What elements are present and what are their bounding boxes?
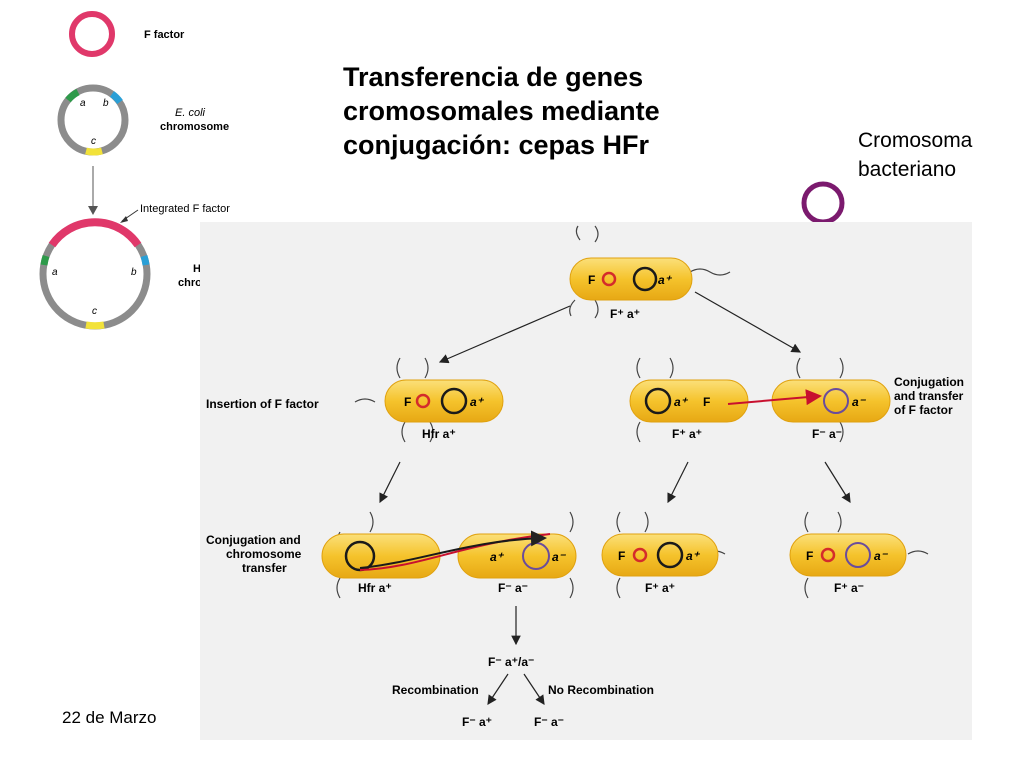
donor-f: F bbox=[703, 395, 710, 409]
outcome-2: F⁻ a⁻ bbox=[534, 715, 564, 729]
conj-chrom-label-1: Conjugation and bbox=[206, 533, 301, 547]
rec2-a-minus: a⁻ bbox=[552, 550, 567, 564]
conj-chrom-label-2: chromosome bbox=[226, 547, 302, 561]
side-label-line-2: bacteriano bbox=[858, 158, 957, 181]
res1-caption: F⁺ a⁺ bbox=[645, 581, 675, 595]
conj-f-label-3: of F factor bbox=[894, 403, 953, 417]
hfr-gene-a-label: a bbox=[52, 267, 58, 278]
res1-a: a⁺ bbox=[686, 549, 701, 563]
conj-chrom-label-3: transfer bbox=[242, 561, 287, 575]
recipient-caption: F⁻ a⁻ bbox=[812, 427, 842, 441]
res2-caption: F⁺ a⁻ bbox=[834, 581, 864, 595]
hfr-cell bbox=[354, 357, 504, 443]
donor-caption: F⁺ a⁺ bbox=[672, 427, 702, 441]
title-line-2: cromosomales mediante bbox=[343, 96, 660, 126]
hfr-transfer-pair bbox=[321, 511, 577, 599]
res1-f: F bbox=[618, 549, 625, 563]
hfr-caption: Hfr a⁺ bbox=[422, 427, 456, 441]
side-label: Cromosoma bacteriano bbox=[858, 126, 1018, 184]
donor-recipient-pair bbox=[629, 357, 891, 443]
insertion-label: Insertion of F factor bbox=[206, 397, 319, 411]
top-cell bbox=[569, 225, 731, 319]
hfr-gene-b-label: b bbox=[131, 267, 137, 278]
outcome-1: F⁻ a⁺ bbox=[462, 715, 492, 729]
top-caption: F⁺ a⁺ bbox=[610, 307, 640, 321]
gene-b-label: b bbox=[103, 98, 109, 109]
conj-f-label-1: Conjugation bbox=[894, 375, 964, 389]
title-line-1: Transferencia de genes bbox=[343, 62, 644, 92]
gene-c-label: c bbox=[91, 136, 96, 147]
res2-a: a⁻ bbox=[874, 549, 889, 563]
merozygote-label: F⁻ a⁺/a⁻ bbox=[488, 655, 534, 669]
gene-a-label: a bbox=[80, 98, 86, 109]
result-cell-a-minus bbox=[789, 511, 929, 599]
hfr-cell-f: F bbox=[404, 395, 411, 409]
recipient-a: a⁻ bbox=[852, 395, 867, 409]
rec2-caption: F⁻ a⁻ bbox=[498, 581, 528, 595]
hfr-cell-a: a⁺ bbox=[470, 395, 485, 409]
top-cell-f: F bbox=[588, 273, 595, 287]
conj-f-label-2: and transfer bbox=[894, 389, 964, 403]
res2-f: F bbox=[806, 549, 813, 563]
top-cell-a: a⁺ bbox=[658, 273, 673, 287]
result-cell-a-plus bbox=[601, 511, 726, 599]
donor-a: a⁺ bbox=[674, 395, 689, 409]
title-line-3: conjugación: cepas HFr bbox=[343, 130, 650, 160]
chromosome-marker-icon bbox=[801, 181, 845, 225]
ecoli-label: E. coli bbox=[175, 107, 206, 119]
side-label-line-1: Cromosoma bbox=[858, 129, 973, 152]
ecoli-chromosome bbox=[57, 84, 129, 156]
recombination-label: Recombination bbox=[392, 683, 479, 697]
chromosome-schematic: F factor a b c E. coli chromosome Integr… bbox=[39, 11, 247, 330]
ecoli-chromosome-label: chromosome bbox=[160, 121, 229, 133]
hfr-chromosome bbox=[39, 218, 151, 330]
rec2-a-plus: a⁺ bbox=[490, 550, 505, 564]
f-factor-ring bbox=[69, 11, 115, 57]
slide-title: Transferencia de genes cromosomales medi… bbox=[343, 60, 783, 162]
hfr-gene-c-label: c bbox=[92, 306, 97, 317]
f-factor-label: F factor bbox=[144, 29, 185, 41]
integrated-f-label: Integrated F factor bbox=[140, 203, 230, 215]
conjugation-diagram: F a⁺ F⁺ a⁺ Insertion of F factor F a⁺ Hf… bbox=[200, 222, 972, 740]
no-recombination-label: No Recombination bbox=[548, 683, 654, 697]
date-label: 22 de Marzo bbox=[62, 708, 157, 727]
hfr2-caption: Hfr a⁺ bbox=[358, 581, 392, 595]
